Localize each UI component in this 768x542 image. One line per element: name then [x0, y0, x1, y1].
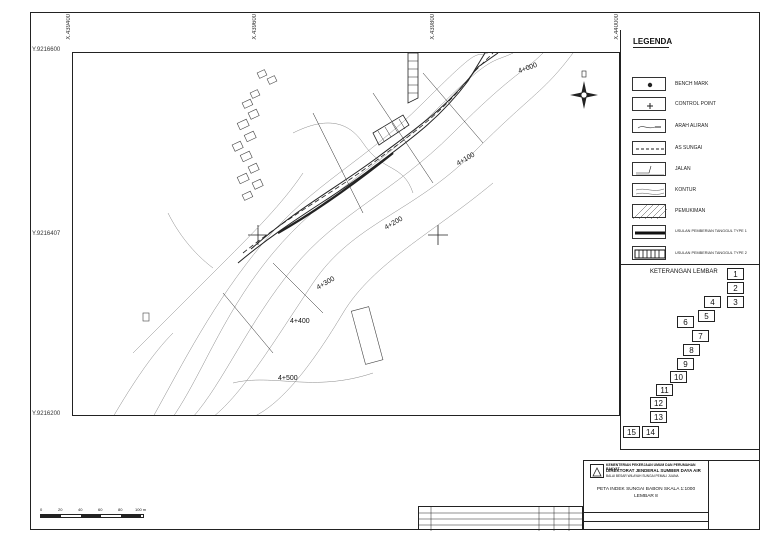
grid-y-label: Y.9216407 — [32, 231, 61, 237]
legend-title: LEGENDA — [633, 37, 673, 46]
levee-type1 — [277, 152, 394, 234]
sheet-cell[interactable]: 7 — [692, 330, 709, 342]
sheet-cell[interactable]: 4 — [704, 296, 721, 308]
sheet-index-title: KETERANGAN LEMBAR — [650, 269, 718, 275]
sheet-index-panel — [620, 264, 760, 450]
sheet-cell[interactable]: 6 — [677, 316, 694, 328]
map-area[interactable] — [72, 52, 620, 416]
legend-item-label: JALAN — [675, 166, 691, 172]
title-block-side — [708, 460, 760, 530]
scale-tick: 100 m — [135, 507, 147, 512]
scale-tick: 20 — [58, 507, 63, 512]
contour-lines — [113, 53, 574, 415]
grid-x-label: X.439400 — [66, 14, 72, 40]
agency-name: BALAI BESAR WILAYAH SUNGAI PEMALI JUANA — [606, 474, 679, 478]
grid-x-label: X.439600 — [252, 14, 258, 40]
legend-item-label: USULAN PEMBERIAN TANGGUL TYPE 2 — [675, 251, 747, 255]
settlement-blocks — [142, 69, 384, 365]
sheet-cell[interactable]: 5 — [698, 310, 715, 322]
scale-tick: 0 — [40, 507, 43, 512]
control-point-icon — [632, 97, 666, 111]
flow-direction-icon — [632, 119, 666, 133]
scale-tick: 40 — [78, 507, 83, 512]
cross-section-lines — [222, 72, 484, 354]
title-block — [583, 460, 760, 530]
legend-item-label: PEMUKIMAN — [675, 208, 706, 214]
levee-type2-icon — [632, 246, 666, 260]
settlement-icon — [632, 204, 672, 220]
map-canvas — [113, 53, 598, 415]
directorate-name: DIREKTORAT JENDERAL SUMBER DAYA AIR — [606, 468, 701, 473]
river-bank — [250, 53, 499, 250]
sheet-cell[interactable]: 11 — [656, 384, 673, 396]
legend-item-label: AS SUNGAI — [675, 145, 703, 151]
sheet-cell[interactable]: 15 — [623, 426, 640, 438]
legend-title-underline — [633, 47, 669, 48]
sheet-cell[interactable]: 14 — [642, 426, 659, 438]
legend-item-label: USULAN PEMBERIAN TANGGUL TYPE 1 — [675, 229, 747, 233]
levee-type2 — [372, 53, 419, 146]
title-block-divider — [583, 512, 708, 513]
bench-mark-icon — [632, 77, 666, 91]
sheet-cell[interactable]: 12 — [650, 397, 667, 409]
contour-icon — [632, 183, 666, 197]
grid-crosses — [248, 225, 448, 245]
legend-item-label: CONTROL POINT — [675, 101, 716, 107]
grid-y-label: Y.9216200 — [32, 411, 61, 417]
ministry-logo-icon — [590, 464, 604, 478]
road-icon — [632, 162, 666, 176]
title-block-divider — [583, 521, 708, 522]
revision-table — [418, 506, 584, 531]
station-label: 4+500 — [278, 375, 298, 382]
river-bank — [237, 53, 486, 264]
sheet-cell[interactable]: 1 — [727, 268, 744, 280]
legend-panel — [620, 30, 760, 266]
levee-type1-icon — [632, 225, 666, 239]
grid-x-label: X.439800 — [430, 14, 436, 40]
scale-tick: 60 — [98, 507, 103, 512]
ministry-name: KEMENTERIAN PEKERJAAN UMUM DAN PERUMAHAN… — [606, 463, 696, 471]
legend-item-label: BENCH MARK — [675, 81, 709, 87]
scale-bar — [40, 514, 144, 518]
river-axis — [242, 53, 494, 254]
scale-tick: 80 — [118, 507, 123, 512]
sheet-cell[interactable]: 10 — [670, 371, 687, 383]
north-arrow-icon — [570, 70, 598, 109]
sheet-cell[interactable]: 8 — [683, 344, 700, 356]
legend-item-label: KONTUR — [675, 187, 697, 193]
sheet-cell[interactable]: 2 — [727, 282, 744, 294]
river-axis-icon — [632, 141, 666, 155]
sheet-cell[interactable]: 3 — [727, 296, 744, 308]
drawing-title: PETA INDEK SUNGAI BABON SKALA 1:1000 — [596, 487, 696, 492]
sheet-number: LEMBAR 8 — [634, 494, 658, 499]
sheet-cell[interactable]: 9 — [677, 358, 694, 370]
sheet-cell[interactable]: 13 — [650, 411, 667, 423]
station-label: 4+400 — [290, 318, 310, 325]
legend-item-label: ARAH ALIRAN — [675, 123, 709, 129]
grid-y-label: Y.9216600 — [32, 47, 61, 53]
